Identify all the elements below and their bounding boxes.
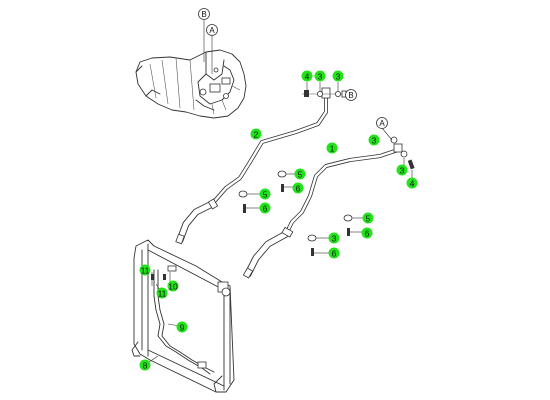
callout-3-top-b: 3	[332, 70, 344, 82]
callout-8: 8	[139, 359, 151, 371]
callout-4-top: 4	[301, 70, 313, 82]
callout-2: 2	[250, 128, 262, 140]
callout-3-right-a: 3	[368, 134, 380, 146]
callout-4-right: 4	[406, 177, 418, 189]
callout-5-a: 5	[294, 168, 306, 180]
callout-3-top-a-label: 3	[318, 72, 323, 82]
callout-1-label: 1	[330, 144, 335, 154]
callout-5-a-label: 5	[298, 170, 303, 180]
callout-6-a: 6	[292, 182, 304, 194]
callout-10: 10	[167, 280, 179, 292]
cooler-hose-1	[242, 143, 403, 279]
callout-5-c-label: 5	[366, 214, 371, 224]
callout-1: 1	[326, 142, 338, 154]
callout-6-b-label: 6	[263, 204, 268, 214]
callout-11-b: 11	[156, 287, 168, 299]
ref-marker-b-top: B	[198, 8, 210, 20]
callout-11-a: 11	[139, 264, 151, 276]
callout-6-c: 6	[361, 227, 373, 239]
callout-6-d-label: 6	[332, 249, 337, 259]
ref-marker-a-side: A	[206, 24, 218, 36]
callout-5-b: 5	[259, 188, 271, 200]
callout-3-center-label: 3	[332, 234, 337, 244]
ref-marker-a-return-label: A	[379, 119, 385, 128]
callout-8-label: 8	[143, 361, 148, 371]
ref-marker-a-side-label: A	[209, 26, 215, 35]
transmission-assembly	[135, 20, 247, 119]
callout-3-right-a-label: 3	[372, 136, 377, 146]
cooler-hose-2	[175, 87, 331, 245]
callout-5-c: 5	[362, 212, 374, 224]
callout-3-right-b: 3	[396, 164, 408, 176]
ref-marker-b-line: B	[345, 89, 357, 101]
callout-2-label: 2	[254, 130, 259, 140]
return-line-fittings	[381, 127, 415, 178]
callout-3-top-b-label: 3	[336, 72, 341, 82]
callout-11-b-label: 11	[158, 289, 167, 299]
callout-6-a-label: 6	[296, 184, 301, 194]
callout-4-right-label: 4	[410, 179, 415, 189]
callout-3-center: 3	[328, 232, 340, 244]
ref-marker-a-return: A	[376, 117, 388, 129]
callout-6-d: 6	[328, 247, 340, 259]
callout-6-b: 6	[259, 202, 271, 214]
callout-9-label: 9	[180, 323, 185, 333]
callout-5-b-label: 5	[263, 190, 268, 200]
callout-6-c-label: 6	[365, 229, 370, 239]
callout-11-a-label: 11	[141, 266, 150, 276]
radiator-assembly	[131, 239, 235, 393]
hose-clamps-center	[238, 170, 364, 256]
ref-marker-b-line-label: B	[348, 91, 353, 100]
callout-3-right-b-label: 3	[400, 166, 405, 176]
callout-4-top-label: 4	[305, 72, 310, 82]
callout-9: 9	[176, 321, 188, 333]
callout-10-label: 10	[168, 282, 178, 292]
callout-3-top-a: 3	[314, 70, 326, 82]
ref-marker-b-top-label: B	[201, 10, 206, 19]
